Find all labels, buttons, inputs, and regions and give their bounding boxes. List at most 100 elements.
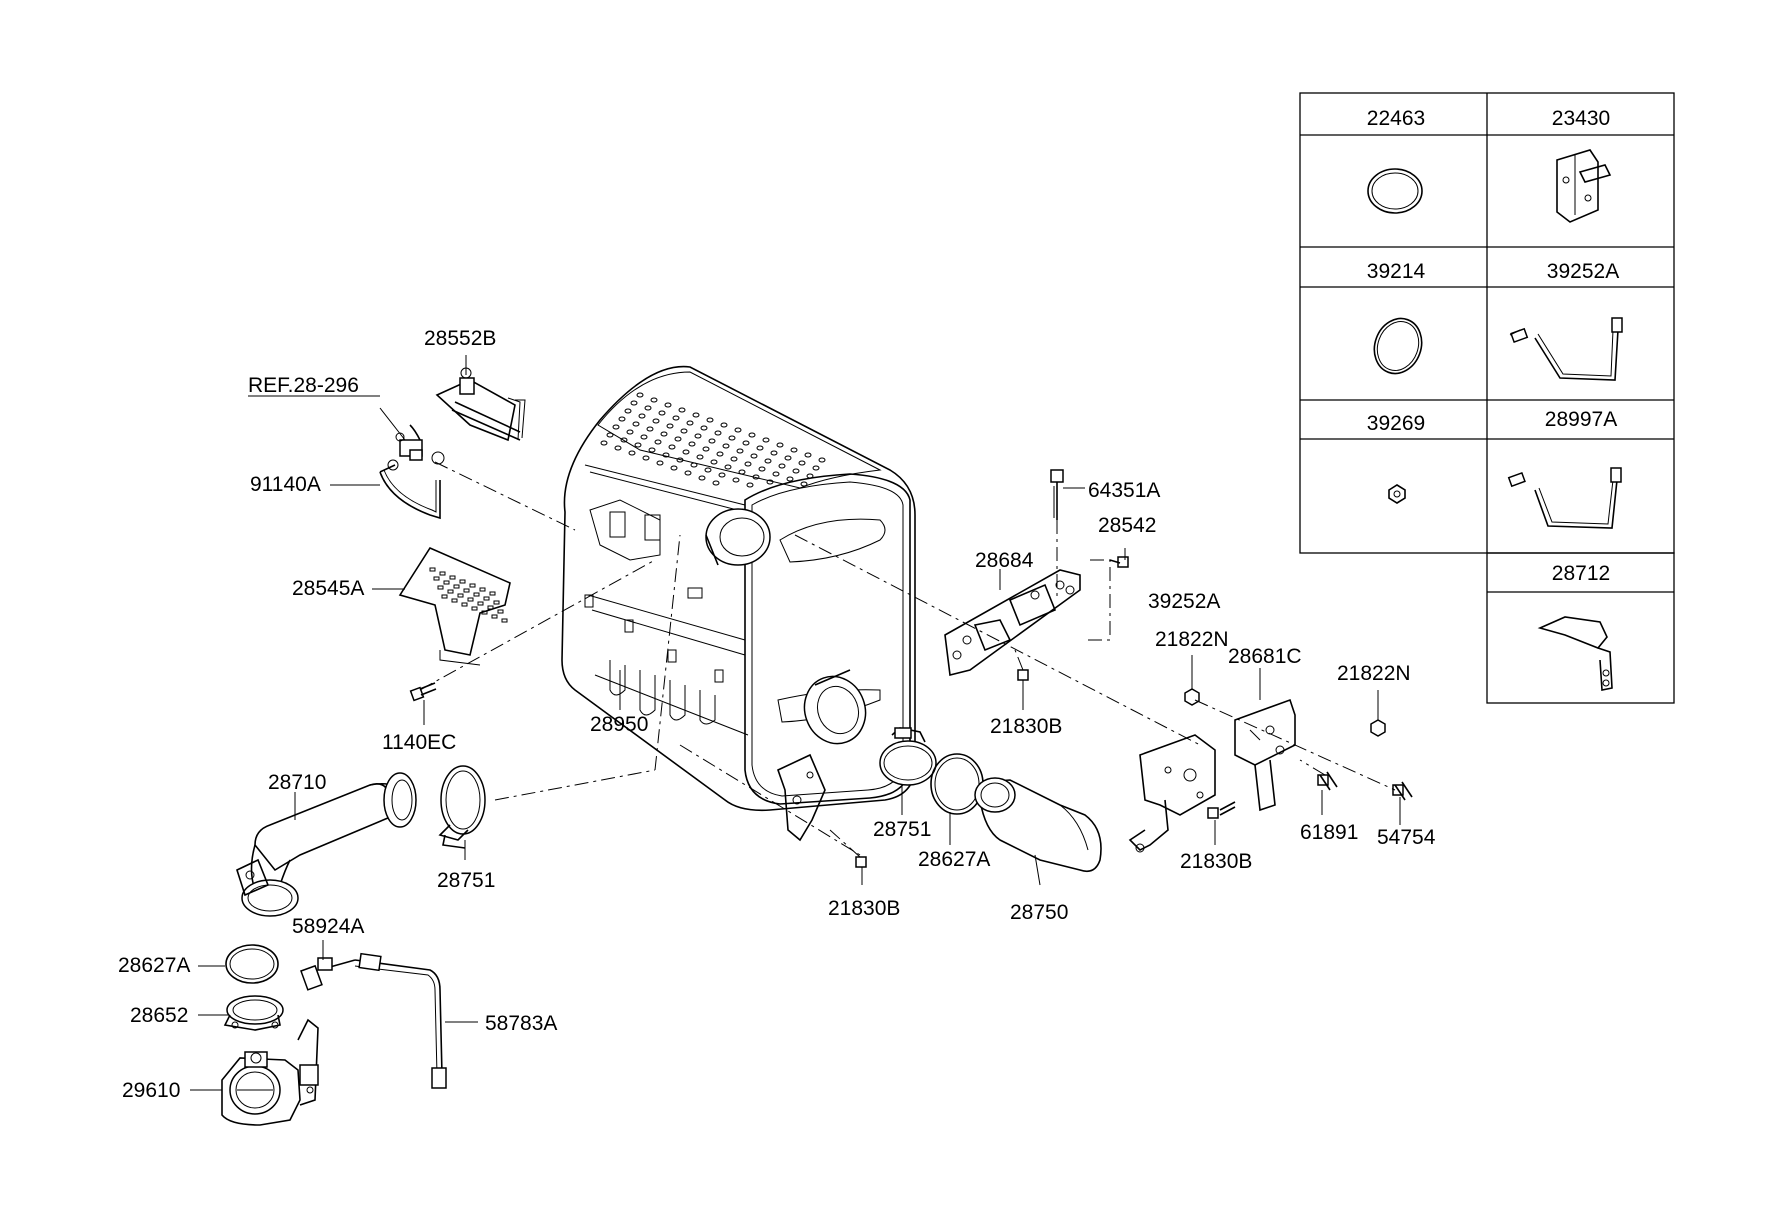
perforation-hole xyxy=(652,418,660,424)
perforation-hole xyxy=(790,447,798,453)
perforation-hole xyxy=(646,426,654,432)
outlet-pipe-28750 xyxy=(974,777,1102,873)
callout-64351A: 64351A xyxy=(1088,479,1160,502)
mount-bracket-28684 xyxy=(944,569,1081,676)
perforation-hole xyxy=(738,469,746,475)
shield-slot xyxy=(479,587,486,592)
clamp-28652 xyxy=(223,995,284,1031)
sensor-pipe-icon xyxy=(1509,317,1623,381)
pressure-sensor-assembly xyxy=(435,367,526,442)
clamp-28751-mid xyxy=(879,727,937,786)
callout-28751-mid: 28751 xyxy=(873,818,931,841)
perforation-hole xyxy=(618,416,626,422)
perforation-hole xyxy=(756,445,764,451)
perforation-hole xyxy=(668,444,676,450)
callout-labels: REF.28-296 28552B 91140A 28545A 1140EC 2… xyxy=(118,327,1436,1102)
perforated-top-panel xyxy=(597,371,882,489)
callout-91140A: 91140A xyxy=(250,473,321,496)
callout-21822N-right: 21822N xyxy=(1337,662,1411,685)
perforation-hole xyxy=(670,465,678,471)
gasket-28627A-left xyxy=(225,944,279,984)
shield-slot xyxy=(443,580,450,585)
shield-slot xyxy=(469,583,476,588)
perforation-hole xyxy=(640,434,648,440)
upper-pipe-stub xyxy=(705,508,771,566)
perforation-hole xyxy=(696,454,704,460)
bracket-39252A-assembly xyxy=(1128,734,1216,853)
shield-slot xyxy=(441,594,448,599)
perforation-hole xyxy=(658,410,666,416)
shield-slot xyxy=(437,585,444,590)
callout-58783A: 58783A xyxy=(485,1012,557,1035)
bolt-21830B-bottom xyxy=(829,829,867,868)
perforation-hole xyxy=(638,413,646,419)
perforation-hole xyxy=(770,450,778,456)
shield-slot xyxy=(457,593,464,598)
perforation-hole xyxy=(680,428,688,434)
pressure-pipe-91140A xyxy=(379,424,445,520)
perforation-hole xyxy=(676,457,684,463)
perforation-hole xyxy=(606,432,614,438)
perforation-hole xyxy=(772,471,780,477)
callout-21822N-left: 21822N xyxy=(1155,628,1229,651)
shield-slot xyxy=(493,600,500,605)
perforation-hole xyxy=(698,475,706,481)
perforation-hole xyxy=(660,431,668,437)
perforation-hole xyxy=(786,476,794,482)
perforation-hole xyxy=(666,423,674,429)
shield-slot xyxy=(489,591,496,596)
leader-lines xyxy=(190,355,1401,1091)
perforation-hole xyxy=(688,441,696,447)
shield-slot xyxy=(473,592,480,597)
o-ring-icon xyxy=(1373,317,1423,375)
perforation-hole xyxy=(744,461,752,467)
bolt-54754 xyxy=(1392,781,1413,801)
perforation-hole xyxy=(804,452,812,458)
callout-1140EC: 1140EC xyxy=(382,731,456,754)
shield-slot xyxy=(487,605,494,610)
table-label-28997A: 28997A xyxy=(1545,408,1617,431)
perforation-hole xyxy=(682,449,690,455)
perforation-hole xyxy=(650,397,658,403)
perforation-hole xyxy=(736,448,744,454)
perforation-hole xyxy=(634,442,642,448)
bolt-1140EC xyxy=(409,682,437,702)
hex-nut-icon xyxy=(1388,484,1406,504)
shield-slot xyxy=(449,575,456,580)
muffler-assembly xyxy=(561,365,916,812)
bolt-28542 xyxy=(1085,556,1129,641)
table-label-39269: 39269 xyxy=(1367,412,1425,435)
perforation-hole xyxy=(730,456,738,462)
bolt-21830B-right xyxy=(1207,801,1236,819)
perforation-hole xyxy=(704,467,712,473)
perforation-hole xyxy=(656,460,664,466)
perforation-hole xyxy=(700,425,708,431)
callout-28552B: 28552B xyxy=(424,327,496,350)
sensor-pipe-icon-2 xyxy=(1507,467,1622,529)
perforation-hole xyxy=(712,480,720,486)
heat-shield-28545A xyxy=(398,546,511,666)
perforation-hole xyxy=(624,408,632,414)
perforation-hole xyxy=(662,452,670,458)
shield-slot xyxy=(471,606,478,611)
callout-29610: 29610 xyxy=(122,1079,180,1102)
perforation-hole xyxy=(636,392,644,398)
perforation-hole xyxy=(630,400,638,406)
perforation-hole xyxy=(692,412,700,418)
perforation-hole xyxy=(600,440,608,446)
bracket-28681C xyxy=(1234,698,1296,812)
shield-slot xyxy=(453,584,460,589)
shield-slot xyxy=(451,598,458,603)
nut-21822N-right xyxy=(1370,719,1386,737)
bolt-61891 xyxy=(1317,771,1338,791)
perforation-hole xyxy=(710,459,718,465)
perforation-hole xyxy=(706,417,714,423)
perforation-hole xyxy=(642,455,650,461)
perforation-hole xyxy=(674,436,682,442)
shield-slot xyxy=(501,618,508,623)
heat-shield-bracket-icon xyxy=(1537,616,1613,691)
callout-21830B-right: 21830B xyxy=(1180,850,1252,873)
perforation-hole xyxy=(728,435,736,441)
callout-58924A: 58924A xyxy=(292,915,364,938)
perforation-hole xyxy=(764,458,772,464)
